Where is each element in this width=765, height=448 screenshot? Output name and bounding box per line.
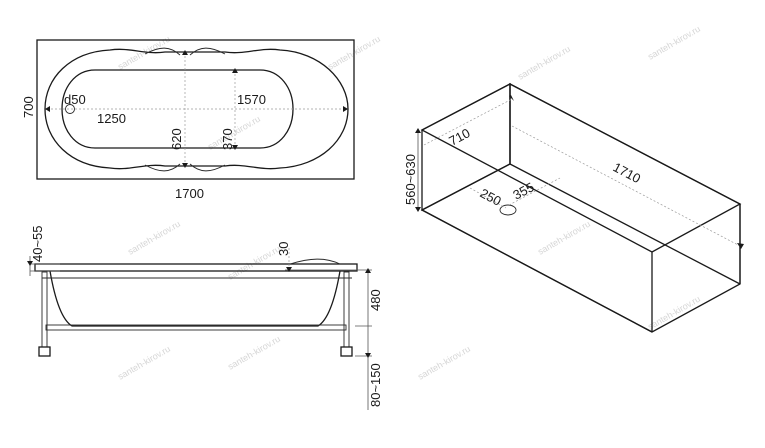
arrow-head — [182, 50, 188, 55]
label-inner-length-1570: 1570 — [237, 92, 266, 107]
watermark: santeh-kirov.ru — [536, 219, 592, 257]
label-bottom-width-370: 370 — [220, 128, 235, 150]
top-view-grip-bottom — [144, 163, 181, 172]
dim-line-1710 — [511, 125, 741, 247]
arrow-head — [232, 145, 238, 150]
arrow-head — [415, 207, 421, 212]
side-view: 40~55 30 480 80~150 — [27, 225, 383, 410]
watermark: santeh-kirov.ru — [226, 334, 282, 372]
watermark: santeh-kirov.ru — [226, 244, 282, 282]
watermark: santeh-kirov.ru — [116, 344, 172, 382]
side-view-rim — [34, 263, 358, 272]
frame-bottom-bar — [45, 324, 347, 331]
arrow-head — [415, 128, 421, 133]
box-drain — [499, 204, 517, 216]
label-drain-355: 355 — [510, 179, 536, 202]
dim-line-710 — [423, 98, 513, 146]
watermark: santeh-kirov.ru — [126, 219, 182, 257]
arrow-head — [45, 106, 50, 112]
watermark: santeh-kirov.ru — [646, 294, 702, 332]
frame-foot-right — [340, 346, 353, 357]
side-view-lip — [289, 258, 341, 265]
label-depth-480: 480 — [368, 289, 383, 311]
arrow-head — [182, 163, 188, 168]
arrow-head — [509, 95, 514, 101]
arrow-head — [365, 268, 371, 273]
side-view-tub-body — [49, 270, 341, 327]
arrow-head — [286, 267, 292, 272]
drain-hole — [65, 104, 75, 114]
watermark: santeh-kirov.ru — [516, 44, 572, 82]
dim-line-355 — [508, 177, 561, 206]
label-lip-30: 30 — [276, 242, 291, 256]
label-drain-250: 250 — [478, 185, 504, 208]
box-view: 560~630 710 1710 250 355 — [403, 82, 744, 333]
arrow-head — [27, 261, 33, 266]
label-drain-d50: d50 — [64, 92, 86, 107]
label-width-700: 700 — [21, 96, 36, 118]
arrow-head — [365, 353, 371, 358]
frame-leg-left — [41, 271, 48, 348]
box-edge — [509, 163, 741, 285]
arrow-head — [232, 68, 238, 73]
label-inner-width-620: 620 — [169, 128, 184, 150]
label-bottom-length-1250: 1250 — [97, 111, 126, 126]
arrow-head — [343, 106, 348, 112]
label-length-1700: 1700 — [175, 186, 204, 201]
frame-leg-right — [343, 271, 350, 348]
dim-line-250 — [469, 187, 507, 209]
top-view-grip-top — [144, 47, 181, 56]
top-view-basin — [61, 69, 294, 149]
label-length-1710: 1710 — [611, 159, 644, 186]
label-rim-40-55: 40~55 — [30, 225, 45, 262]
label-legs-80-150: 80~150 — [368, 363, 383, 407]
label-height-560-630: 560~630 — [403, 154, 418, 205]
watermark: santeh-kirov.ru — [416, 344, 472, 382]
top-view-grip-bottom — [189, 163, 226, 172]
top-view-grip-top — [189, 47, 226, 56]
box-edge — [421, 209, 653, 333]
watermark: santeh-kirov.ru — [646, 24, 702, 62]
top-view-rim — [44, 48, 349, 170]
top-view-outline — [36, 39, 355, 180]
frame-foot-left — [38, 346, 51, 357]
top-view: 700 1700 d50 1570 1250 620 370 — [21, 39, 355, 201]
arrow-head — [737, 243, 744, 249]
